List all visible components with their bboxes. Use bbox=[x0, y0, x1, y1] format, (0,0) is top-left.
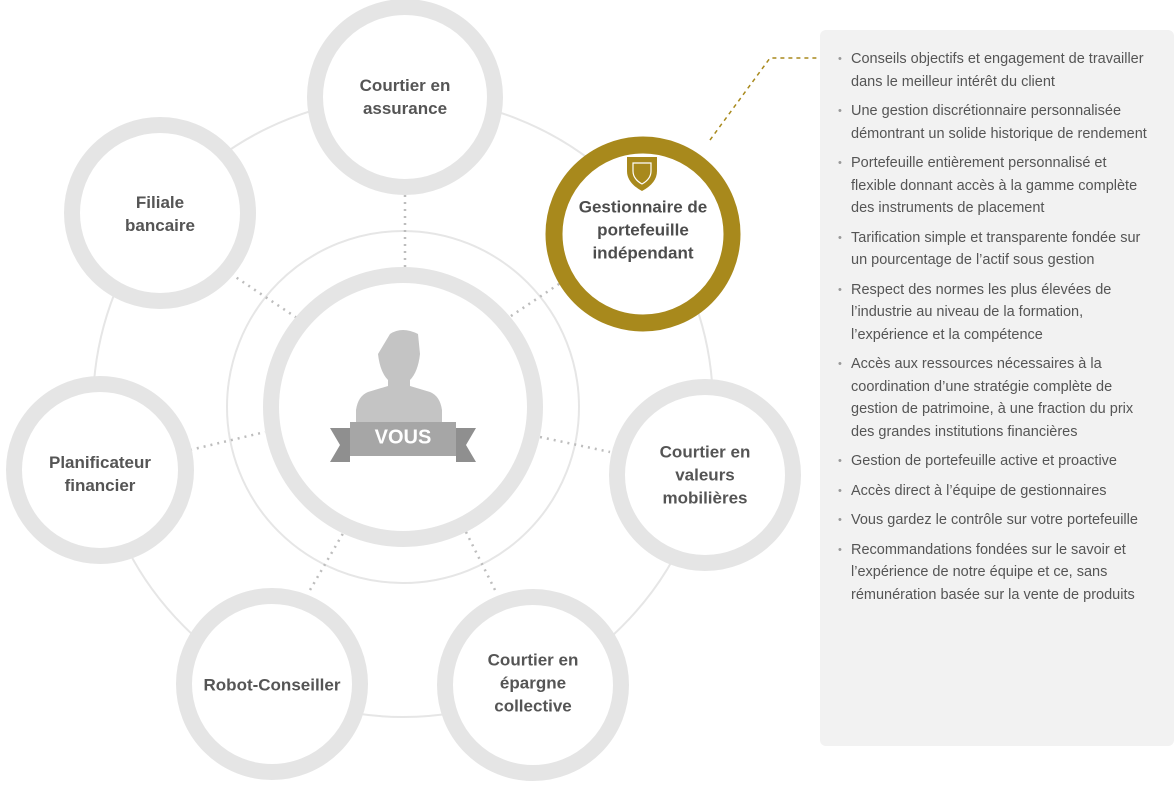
vous-ribbon bbox=[330, 422, 476, 462]
node-label: Robot-Conseiller bbox=[203, 675, 341, 695]
center-label: VOUS bbox=[374, 426, 432, 449]
node-label: Courtier en assurance bbox=[359, 76, 451, 118]
node-ring-assurance bbox=[307, 0, 503, 195]
node-ring-gestionnaire bbox=[545, 136, 741, 332]
node-label: Filiale bancaire bbox=[125, 193, 195, 235]
node-filiale-bancaire[interactable]: Filiale bancaire bbox=[125, 191, 195, 237]
benefit-item: Vous gardez le contrôle sur votre portef… bbox=[838, 509, 1154, 532]
benefit-item: Conseils objectifs et engagement de trav… bbox=[838, 48, 1154, 93]
benefits-panel: Conseils objectifs et engagement de trav… bbox=[820, 30, 1174, 746]
node-ring-epargne bbox=[437, 589, 629, 781]
node-ring-valeurs bbox=[609, 379, 801, 571]
person-silhouette-icon bbox=[356, 330, 442, 432]
node-ring-robot bbox=[176, 588, 368, 780]
callout-line bbox=[709, 57, 818, 141]
node-planificateur-financier[interactable]: Planificateur financier bbox=[49, 451, 151, 497]
node-label: Courtier en valeurs mobilières bbox=[659, 442, 751, 508]
benefit-item: Respect des normes les plus élevées de l… bbox=[838, 279, 1154, 347]
node-label: Planificateur financier bbox=[48, 453, 152, 495]
benefits-list: Conseils objectifs et engagement de trav… bbox=[838, 48, 1154, 606]
benefit-item: Une gestion discrétionnaire personnalisé… bbox=[838, 100, 1154, 145]
node-gestionnaire-portefeuille[interactable]: Gestionnaire de portefeuille indépendant bbox=[579, 196, 707, 265]
benefit-item: Accès aux ressources nécessaires à la co… bbox=[838, 353, 1154, 443]
node-courtier-epargne[interactable]: Courtier en épargne collective bbox=[488, 649, 579, 718]
node-robot-conseiller[interactable]: Robot-Conseiller bbox=[204, 674, 341, 697]
connector-lines bbox=[189, 195, 611, 591]
benefit-item: Portefeuille entièrement personnalisé et… bbox=[838, 152, 1154, 220]
node-ring-planificateur bbox=[6, 376, 194, 564]
shield-crest-icon bbox=[627, 157, 657, 191]
benefit-item: Accès direct à l’équipe de gestionnaires bbox=[838, 480, 1154, 503]
node-label: Courtier en épargne collective bbox=[487, 650, 579, 716]
node-courtier-assurance[interactable]: Courtier en assurance bbox=[360, 74, 451, 120]
benefit-item: Gestion de portefeuille active et proact… bbox=[838, 450, 1154, 473]
node-label: Gestionnaire de portefeuille indépendant bbox=[578, 197, 708, 263]
benefit-item: Recommandations fondées sur le savoir et… bbox=[838, 539, 1154, 607]
node-courtier-valeurs[interactable]: Courtier en valeurs mobilières bbox=[660, 441, 751, 510]
node-ring-bancaire bbox=[64, 117, 256, 309]
benefit-item: Tarification simple et transparente fond… bbox=[838, 227, 1154, 272]
inner-orbit bbox=[226, 230, 580, 584]
